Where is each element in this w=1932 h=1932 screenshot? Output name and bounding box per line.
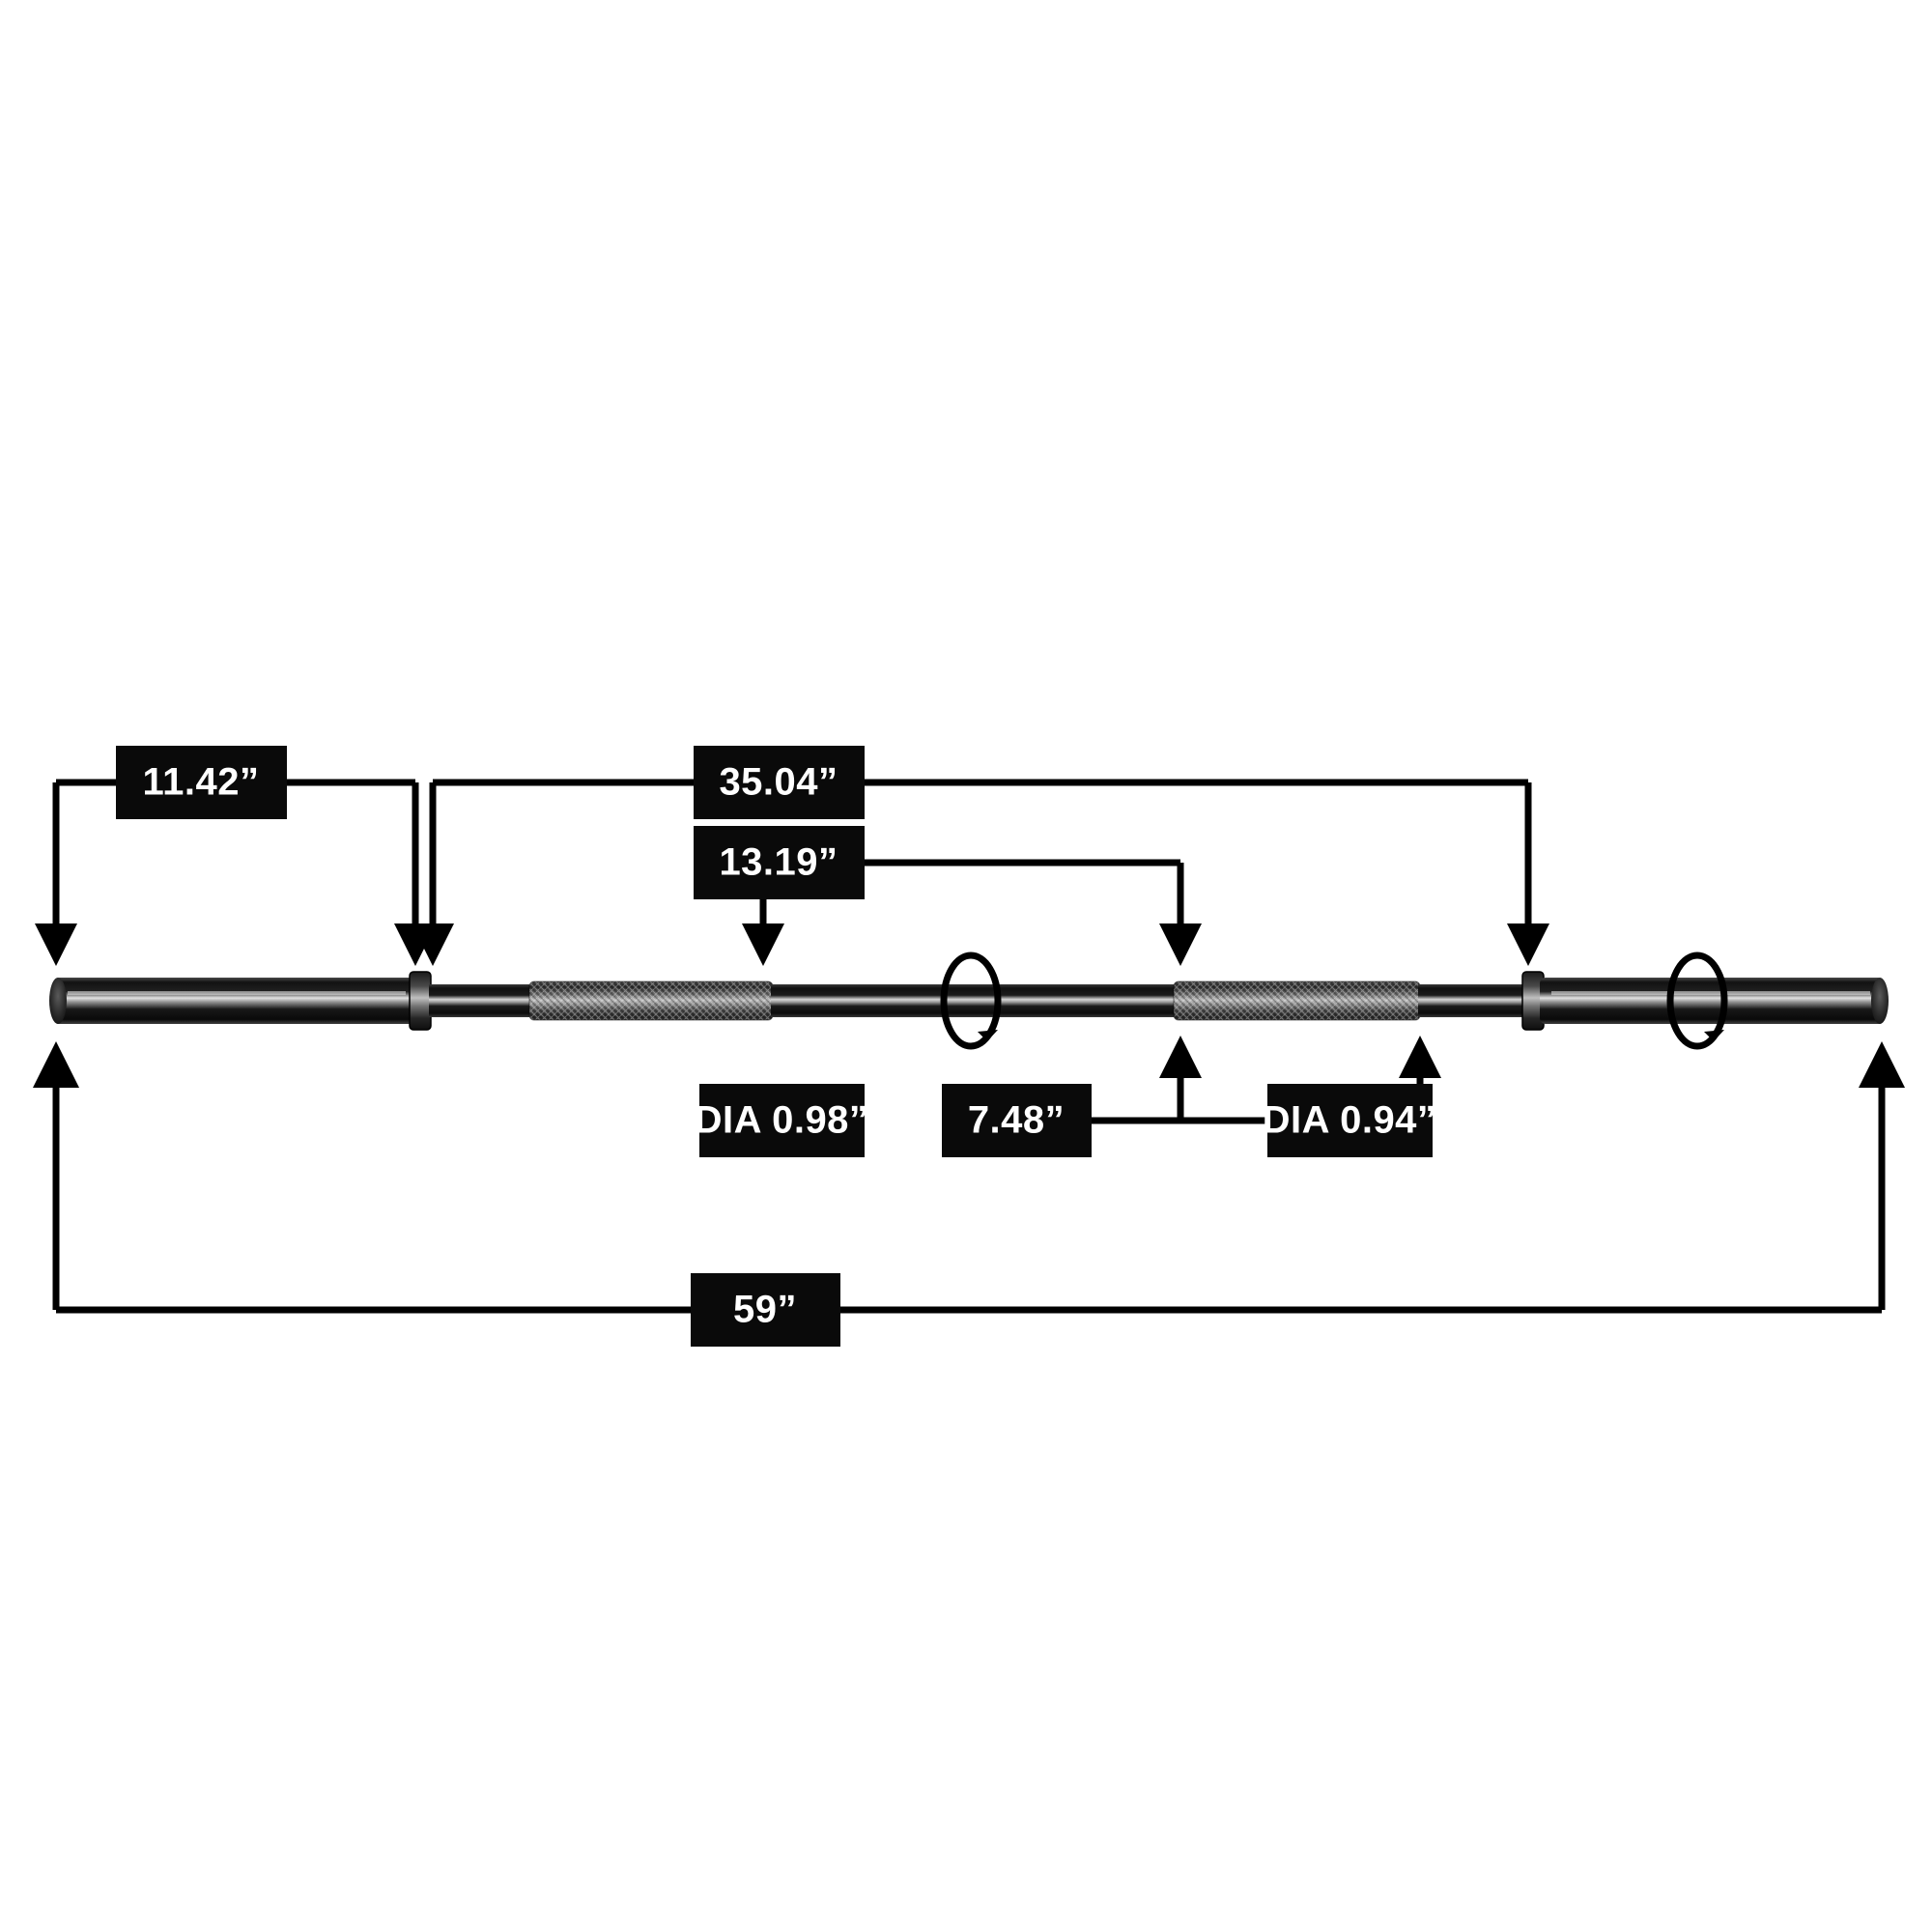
barbell-illustration [49, 952, 1889, 1050]
label-box [694, 746, 865, 819]
arrowhead-59-left [33, 1041, 79, 1088]
dimension-label-sleeve-left-length: 11.42” [116, 746, 287, 819]
left-collar-ring [409, 971, 432, 1031]
left-sleeve [49, 978, 421, 1024]
dimension-label-text: 7.48” [968, 1099, 1065, 1142]
dimension-line-sleeve-left-length [52, 779, 419, 935]
arrowhead-35-04-right [1507, 923, 1549, 966]
label-box [116, 746, 287, 819]
arrowhead-7-48-right [1399, 1036, 1441, 1078]
dimension-label-text: DIA 0.98” [695, 1099, 869, 1142]
dimension-label-grip-span: 13.19” [694, 826, 865, 899]
dimension-label-shaft-diameter: DIA 0.98” [695, 1084, 869, 1157]
arrowhead-7-48-left [1159, 1036, 1202, 1078]
dimension-label-text: 13.19” [719, 841, 838, 884]
label-box [694, 826, 865, 899]
shaft-left [429, 984, 535, 1017]
arrowhead-13-19-right [1159, 923, 1202, 966]
label-box [699, 1084, 865, 1157]
left-knurl-band [528, 980, 774, 1021]
dimension-label-text: 11.42” [143, 761, 260, 804]
arrowhead-13-19-left [742, 923, 784, 966]
dimension-label-overall-length: 59” [691, 1273, 840, 1347]
right-sleeve [1540, 978, 1889, 1024]
center-knurl-band [1173, 980, 1421, 1021]
label-box [942, 1084, 1092, 1157]
right-end-cap [1871, 978, 1889, 1024]
label-box [691, 1273, 840, 1347]
left-end-cap [49, 978, 67, 1024]
arrowhead-59-right [1859, 1041, 1905, 1088]
dimension-label-text: 35.04” [719, 761, 838, 804]
arrowhead-35-04-left [412, 923, 454, 966]
dimension-line-shaft-length [429, 779, 1532, 935]
arrowhead-11-42-left [35, 923, 77, 966]
dimension-label-shaft-length: 35.04” [694, 746, 865, 819]
sleeve-diameter-indicator-icon [1666, 952, 1728, 1050]
dimension-label-text: 59” [733, 1289, 797, 1331]
dimension-label-center-knurl-length: 7.48” [942, 1084, 1092, 1157]
dimension-label-sleeve-diameter: DIA 0.94” [1263, 1084, 1437, 1157]
dimension-line-overall-length [52, 1080, 1886, 1314]
shaft-diameter-indicator-icon [940, 952, 1002, 1050]
shaft-mid-left [771, 984, 1177, 1017]
label-box [1267, 1084, 1433, 1157]
shaft-right [1418, 984, 1532, 1017]
dimension-label-text: DIA 0.94” [1263, 1099, 1437, 1142]
